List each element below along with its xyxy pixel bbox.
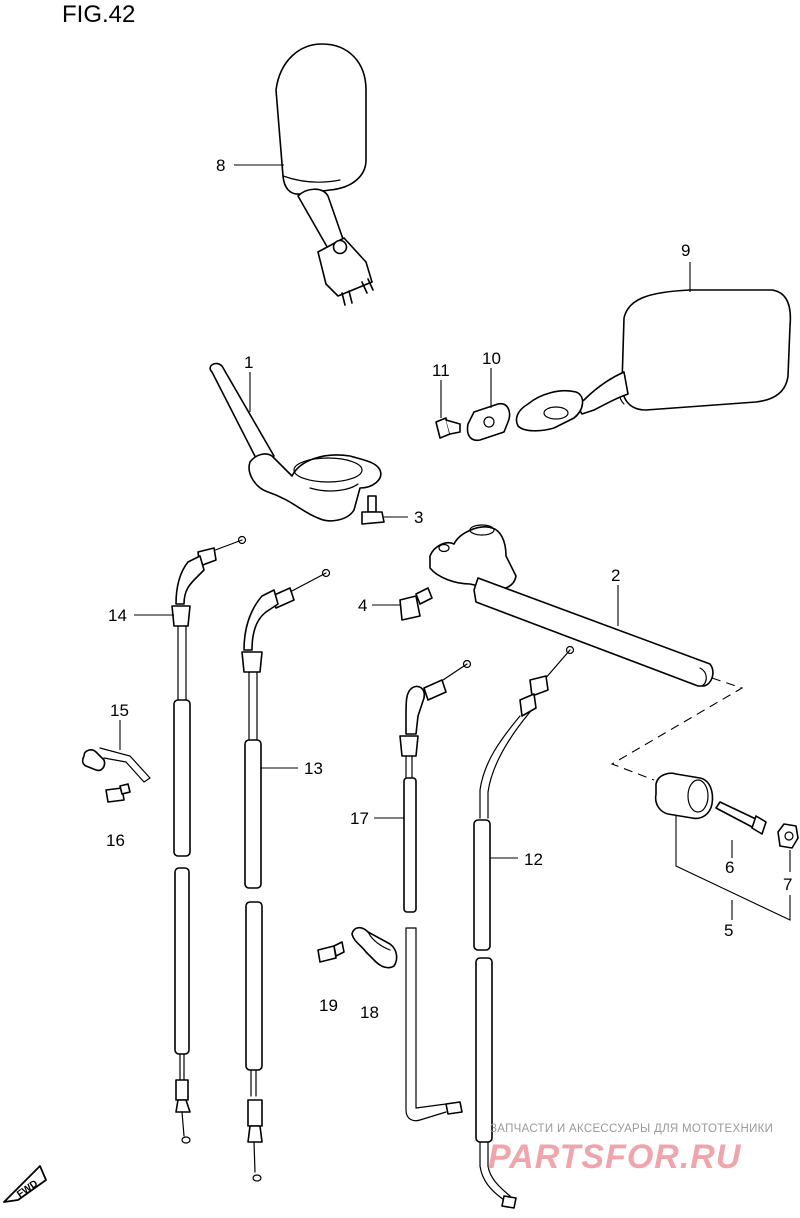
callout-6: 6 (725, 858, 734, 877)
figure-title: FIG.42 (62, 1, 135, 28)
screw-16 (105, 783, 131, 803)
right-handlebar (429, 524, 714, 687)
callout-16: 16 (106, 831, 125, 850)
choke-cable-17 (399, 659, 472, 1122)
mirror-plate (466, 402, 511, 442)
callout-19: 19 (319, 996, 338, 1015)
watermark-logo: PARTSFOR.RU (488, 1138, 742, 1176)
bar-end-weight (654, 772, 714, 820)
screw-19 (317, 941, 345, 963)
throttle-cable-12 (473, 645, 575, 1209)
callout-14: 14 (108, 606, 127, 625)
callout-13: 13 (304, 759, 323, 778)
right-mirror (515, 289, 792, 432)
throttle-cable-13 (241, 568, 331, 1182)
callout-8: 8 (216, 156, 225, 175)
callout-3: 3 (414, 508, 423, 527)
reference-line (610, 677, 744, 781)
callout-17: 17 (350, 809, 369, 828)
watermark-tagline: ЗАПЧАСТИ И АКСЕССУАРЫ ДЛЯ МОТОТЕХНИКИ (490, 1123, 773, 1135)
cable-clamp-18 (351, 926, 398, 969)
callout-9: 9 (681, 241, 690, 260)
cable-clamp-15 (81, 747, 151, 783)
callout-18: 18 (360, 1003, 379, 1022)
callout-5: 5 (724, 921, 733, 940)
callout-1: 1 (244, 353, 253, 372)
screw-11 (435, 417, 461, 439)
nut-7 (777, 823, 799, 849)
left-handlebar (209, 362, 382, 522)
fwd-arrow-icon: FWD (3, 1165, 47, 1203)
screw-6 (715, 801, 767, 835)
left-mirror (275, 43, 374, 306)
bolt-4 (399, 587, 433, 621)
callout-2: 2 (611, 566, 620, 585)
callout-10: 10 (482, 349, 501, 368)
bolt-3 (361, 495, 385, 525)
callout-7: 7 (783, 875, 792, 894)
callout-15: 15 (110, 701, 129, 720)
callout-11: 11 (432, 361, 450, 380)
callout-12: 12 (524, 850, 543, 869)
throttle-cable-14 (171, 535, 247, 1144)
callout-4: 4 (358, 596, 367, 615)
